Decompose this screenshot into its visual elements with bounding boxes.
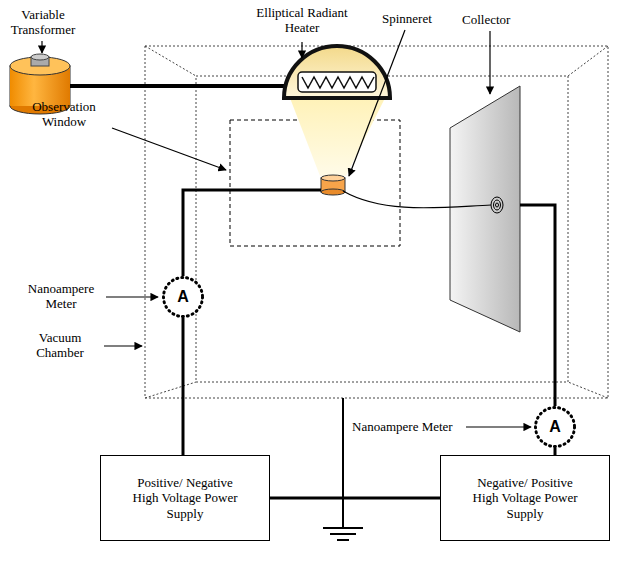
part-label: Nanoampere Meter xyxy=(352,420,464,435)
wire xyxy=(182,318,185,455)
wire xyxy=(270,497,440,500)
fiber-jet xyxy=(343,191,491,208)
spinneret-wire xyxy=(183,190,321,276)
supply-label: Negative/ Positive High Voltage Power Su… xyxy=(466,475,584,522)
heater-housing xyxy=(298,72,376,92)
part-label: Elliptical Radiant Heater xyxy=(250,6,354,36)
power-supply-box: Positive/ Negative High Voltage Power Su… xyxy=(100,455,270,541)
part-label: Collector xyxy=(462,13,532,28)
part-label: Variable Transformer xyxy=(4,8,82,38)
meter-letter: A xyxy=(549,418,561,436)
coil-stroke xyxy=(302,77,374,88)
fiber-spiral xyxy=(491,197,503,213)
heater-coil xyxy=(302,77,374,88)
ammeter-symbol: A xyxy=(162,276,204,318)
ammeter-symbol: A xyxy=(534,406,576,448)
wire xyxy=(554,448,557,455)
power-supply-box: Negative/ Positive High Voltage Power Su… xyxy=(440,455,610,541)
collector-plate xyxy=(450,86,520,332)
radiant-heater xyxy=(284,46,390,98)
part-label: Vacuum Chamber xyxy=(18,331,102,361)
part-label: Spinneret xyxy=(382,12,452,27)
supply-label: Positive/ Negative High Voltage Power Su… xyxy=(126,475,244,522)
spinneret-symbol xyxy=(321,175,345,195)
meter-letter: A xyxy=(177,288,189,306)
part-label: Nanoampere Meter xyxy=(18,282,104,312)
collector-wire xyxy=(520,205,555,406)
vacuum-chamber xyxy=(145,46,608,398)
part-label: Observation Window xyxy=(18,100,110,130)
leader-arrows xyxy=(42,30,531,427)
heater-cable xyxy=(70,84,287,88)
radiation-cone xyxy=(290,98,385,176)
